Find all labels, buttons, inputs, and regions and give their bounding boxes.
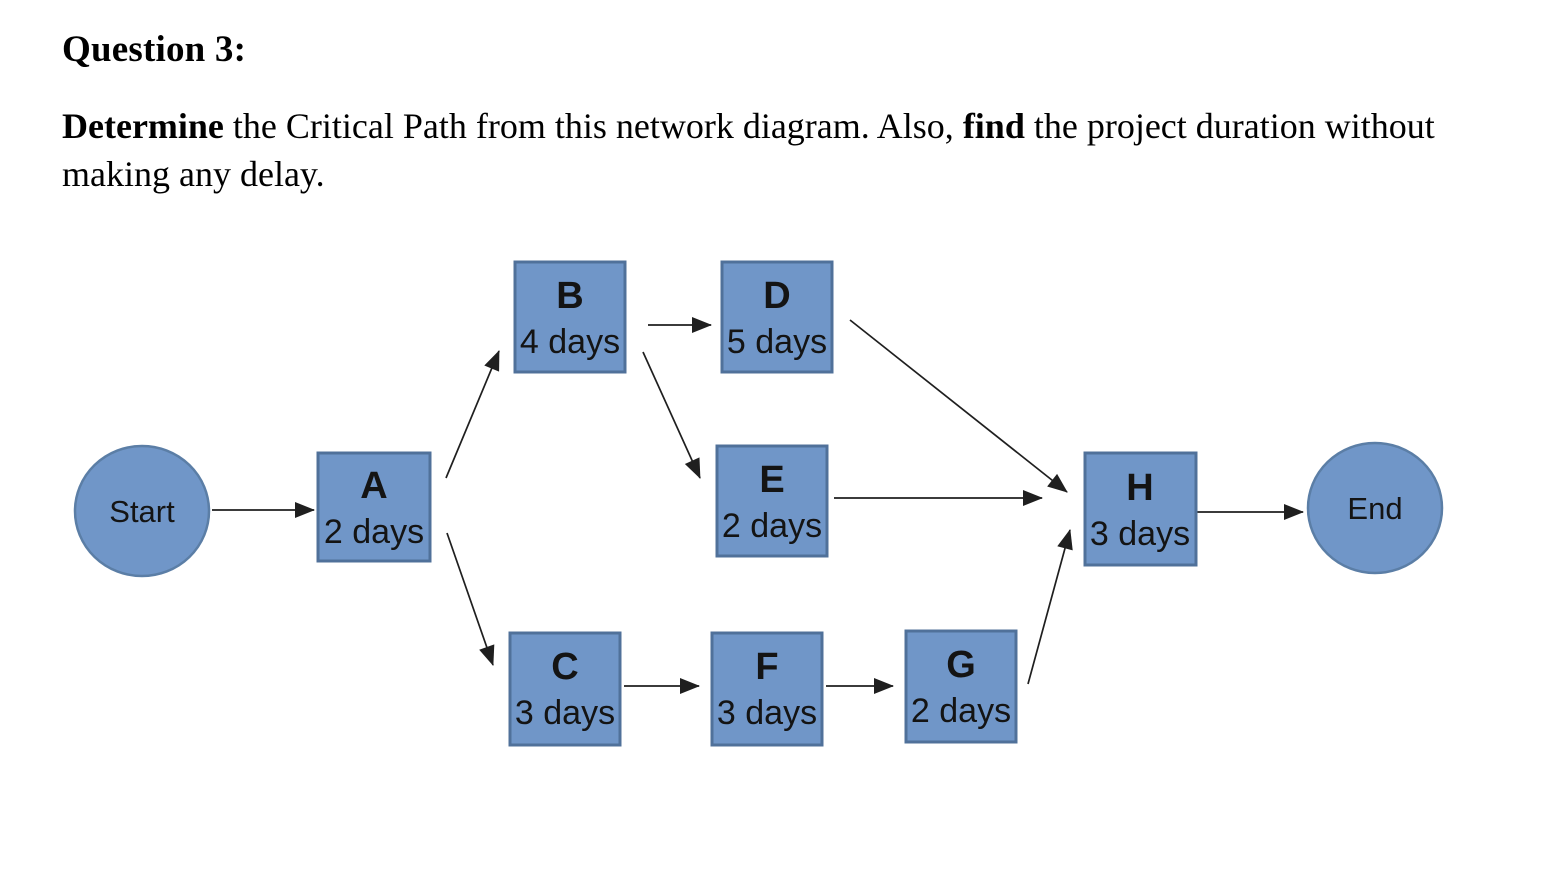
activity-b-node [513, 260, 627, 374]
edge-b-e [642, 351, 701, 479]
edge-a-c [446, 532, 495, 666]
activity-h-duration: 3 days [1090, 515, 1190, 553]
activity-c-letter: C [551, 646, 578, 688]
edge-a-b [445, 350, 500, 479]
question-line-1: Determine the Critical Path from this ne… [62, 102, 1502, 150]
end-node [1306, 441, 1444, 575]
activity-g-letter: G [946, 644, 976, 686]
edge-d-h [849, 319, 1068, 493]
end-label: End [1347, 491, 1402, 526]
question-heading: Question 3: [62, 29, 247, 70]
activity-d-letter: D [763, 275, 790, 317]
activity-f-node [710, 631, 824, 747]
activity-f-letter: F [755, 646, 778, 688]
bold-find: find [962, 106, 1025, 146]
question-body: Determine the Critical Path from this ne… [62, 102, 1502, 198]
activity-f-duration: 3 days [717, 694, 817, 732]
activity-a-duration: 2 days [324, 513, 424, 551]
activity-h-letter: H [1126, 467, 1153, 509]
edge-g-h [1027, 529, 1073, 685]
activity-h-node [1083, 451, 1198, 567]
activity-a-node [316, 451, 432, 563]
start-label: Start [109, 494, 175, 529]
activity-d-duration: 5 days [727, 323, 827, 361]
activity-g-duration: 2 days [911, 692, 1011, 730]
question-line-1-text-a: the Critical Path from this network diag… [223, 106, 963, 146]
activity-e-node [715, 444, 829, 558]
activity-g-node [904, 629, 1018, 744]
question-line-1-text-b: the project duration without [1024, 106, 1435, 146]
activity-e-duration: 2 days [722, 507, 822, 545]
bold-determine: Determine [62, 106, 224, 146]
activity-b-duration: 4 days [520, 323, 620, 361]
activity-c-duration: 3 days [515, 694, 615, 732]
question-line-2: making any delay. [62, 154, 325, 194]
activity-b-letter: B [556, 275, 583, 317]
activity-e-letter: E [759, 459, 784, 501]
activity-c-node [508, 631, 622, 747]
start-node [73, 444, 211, 578]
activity-d-node [720, 260, 834, 374]
activity-a-letter: A [360, 465, 387, 507]
